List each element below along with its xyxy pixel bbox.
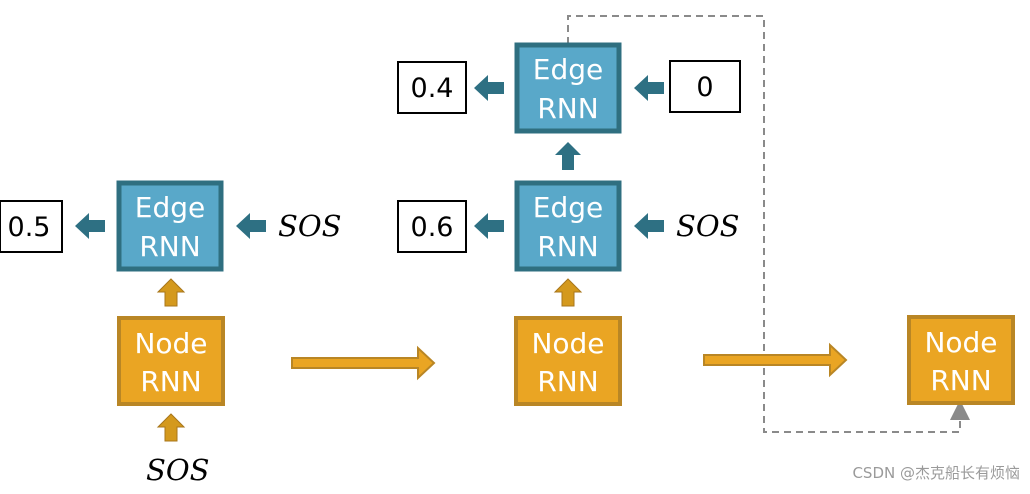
step3-node-rnn: Node RNN	[907, 315, 1015, 405]
step1-sos-bottom: SOS	[146, 453, 210, 487]
edge-rnn-label-line1: Edge	[533, 53, 603, 86]
watermark-text: CSDN @杰克船长有烦恼	[852, 464, 1020, 482]
node-rnn-label-line2: RNN	[140, 365, 201, 398]
node-rnn-label-line2: RNN	[537, 365, 598, 398]
step2-node-to-edge-arrow	[553, 278, 583, 307]
step2-edge-rnn-lower: Edge RNN	[514, 180, 622, 272]
step1-output-value: 0.5	[8, 212, 51, 243]
node-rnn-label-line2: RNN	[930, 364, 991, 397]
step1-node-rnn: Node RNN	[117, 316, 225, 406]
feedback-dashed-path	[567, 15, 970, 433]
edge-rnn-label-line1: Edge	[533, 191, 603, 224]
node-rnn-label-line1: Node	[924, 326, 997, 359]
step2-upper-output-value: 0.4	[411, 73, 454, 104]
step1-to-step2-arrow	[291, 345, 436, 381]
step1-sos-up-arrow	[156, 413, 186, 442]
step2-node-rnn: Node RNN	[514, 316, 622, 406]
edge-rnn-label-line2: RNN	[537, 230, 598, 263]
step1-node-to-edge-arrow	[156, 278, 186, 307]
step1-output-left-arrow	[75, 213, 105, 239]
step2-sos-left-arrow	[634, 213, 664, 239]
edge-rnn-label-line2: RNN	[139, 230, 200, 263]
step2-upper-output-box: 0.4	[397, 61, 467, 114]
step1-output-box: 0.5	[0, 200, 63, 253]
edge-rnn-label-line1: Edge	[135, 191, 205, 224]
step2-edge-to-edge-arrow	[555, 142, 581, 170]
step1-sos-left-arrow	[236, 213, 266, 239]
step2-upper-input-value: 0	[696, 72, 713, 103]
step2-lower-output-value: 0.6	[411, 212, 454, 243]
step1-edge-rnn: Edge RNN	[116, 180, 224, 272]
step2-sos-right: SOS	[676, 209, 740, 243]
step2-upper-output-arrow	[474, 75, 504, 101]
node-rnn-label-line1: Node	[531, 327, 604, 360]
step2-upper-input-box: 0	[669, 60, 741, 113]
step2-to-step3-arrow	[703, 342, 848, 378]
node-rnn-label-line1: Node	[134, 327, 207, 360]
step1-sos-right: SOS	[278, 209, 342, 243]
step2-edge-rnn-upper: Edge RNN	[514, 42, 622, 134]
step2-lower-output-box: 0.6	[397, 200, 467, 253]
step2-upper-input-arrow	[634, 75, 664, 101]
step2-lower-output-arrow	[474, 213, 504, 239]
edge-rnn-label-line2: RNN	[537, 92, 598, 125]
